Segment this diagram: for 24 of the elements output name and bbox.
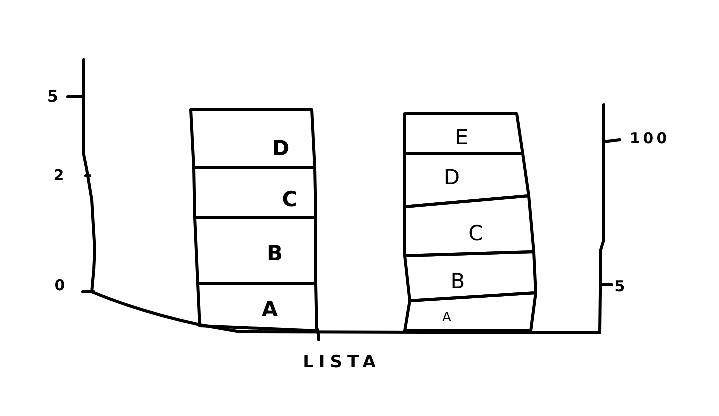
segment-label: D xyxy=(272,138,290,160)
stack-segment xyxy=(196,282,319,333)
axis-tick-label: 100 xyxy=(630,132,670,146)
axis-title: LISTA xyxy=(303,354,381,372)
segment-label: D xyxy=(444,168,460,188)
segment-label: C xyxy=(282,190,298,210)
stack-segment xyxy=(403,194,536,258)
stack-segment xyxy=(403,152,531,209)
stack-segment xyxy=(192,166,318,220)
segment-label: C xyxy=(468,224,484,244)
segment-label: A xyxy=(442,312,452,324)
segment-label: B xyxy=(267,244,283,264)
segment-label: B xyxy=(450,272,466,292)
stack-segment xyxy=(189,108,317,170)
stack-segment xyxy=(193,216,318,286)
segment-label: A xyxy=(262,300,278,320)
axis-tick-label: 0 xyxy=(54,278,66,294)
axis-tick-label: 5 xyxy=(614,280,626,294)
axis-tick-label: 5 xyxy=(47,89,59,105)
segment-label: E xyxy=(455,128,469,148)
stack-segment xyxy=(403,250,538,303)
axis-tick-label: 2 xyxy=(54,168,64,184)
stack-segment xyxy=(403,112,525,156)
stack-segment xyxy=(403,291,538,333)
